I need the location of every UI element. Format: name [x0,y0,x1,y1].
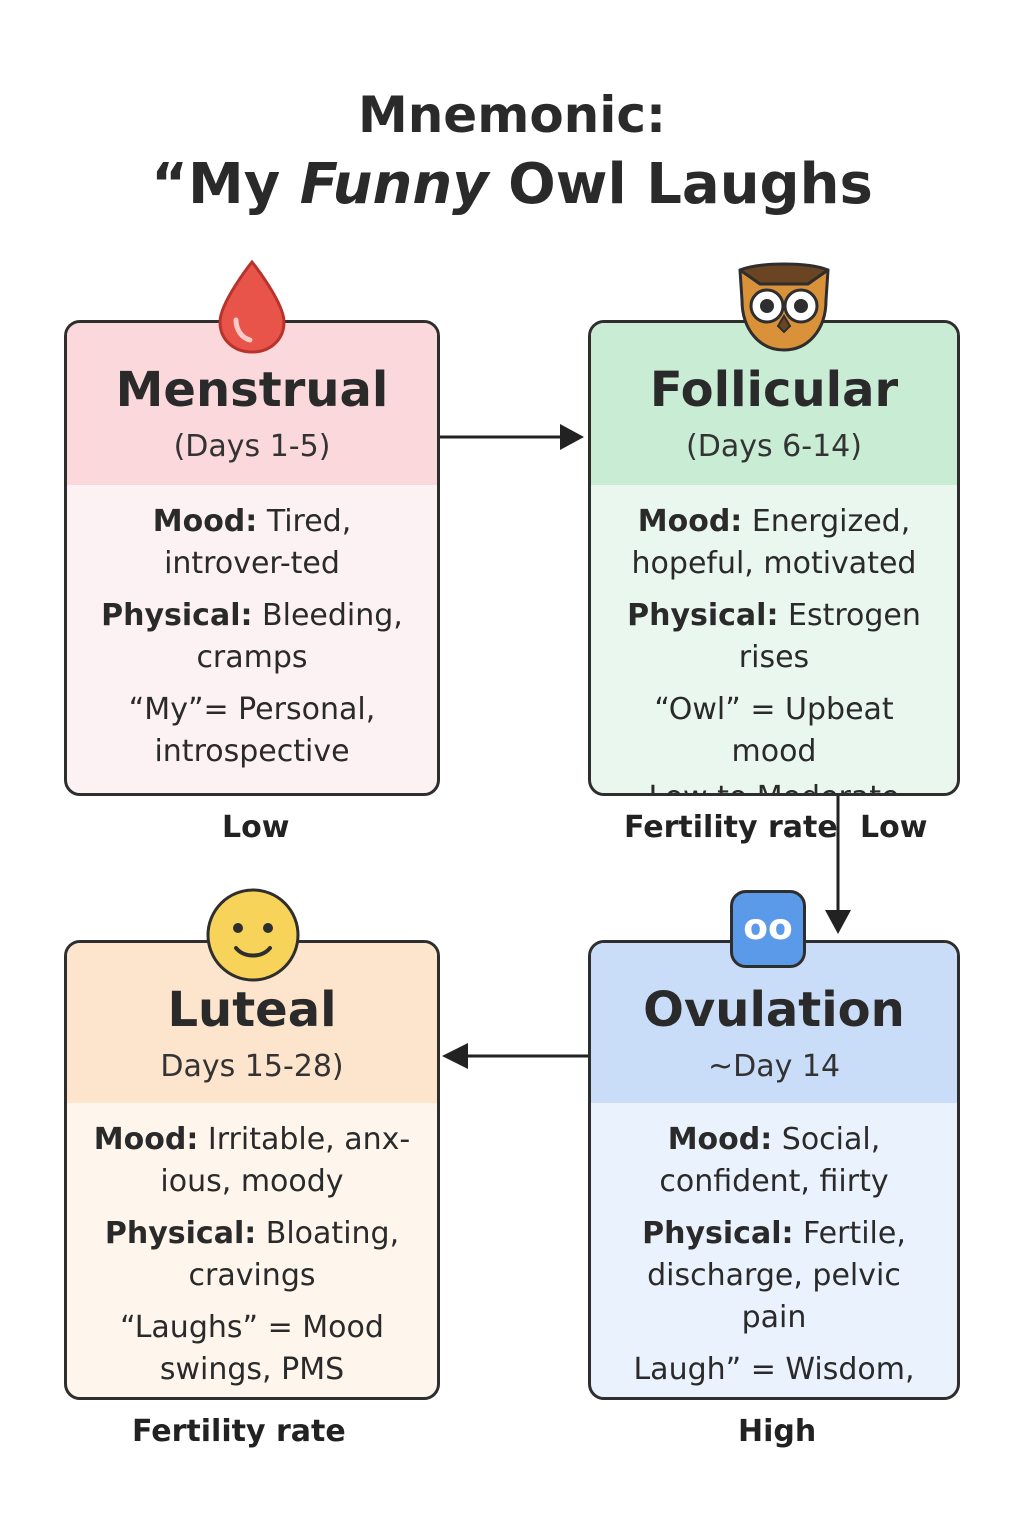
ovulation-mnemonic: Laugh” = Wisdom, peak swings [633,1352,915,1397]
menstrual-name: Menstrual [115,362,389,418]
owl-icon [738,262,830,352]
arrowhead-right [560,424,584,450]
luteal-mnemonic: “Laughs” = Mood swings, PMS [120,1310,384,1387]
mood-text: Social, confident, fiirty [659,1122,889,1199]
title-open: “My [151,152,300,217]
title-line-2: “My Funny Owl Laughs [0,152,1024,217]
luteal-days: Days 15-28) [160,1049,344,1084]
mood-label: Mood: [637,504,743,539]
physical-label: Physical: [104,1216,257,1251]
mood-text: Energized, hopeful, motivated [631,504,917,581]
ovulation-fertility-level: High [738,1414,817,1449]
luteal-fertility-rate-label: Fertility rate [132,1414,346,1449]
mood-label: Mood: [93,1122,199,1157]
follicular-days: (Days 6-14) [686,429,862,464]
ovulation-mood: Mood: Social, confident, fiirty [613,1119,935,1203]
follicular-card: Follicular (Days 6-14) Mood: Energized, … [588,320,960,796]
menstrual-days: (Days 1-5) [173,429,331,464]
mood-text: Tired, introver-ted [164,504,352,581]
menstrual-body: Mood: Tired, introver-ted Physical: Blee… [67,485,437,793]
physical-label: Physical: [642,1216,794,1251]
physical-text: Bleeding, cramps [196,598,403,675]
menstrual-mnemonic: “My”= Personal, introspective [128,692,376,769]
mood-label: Mood: [152,504,258,539]
follicular-mood: Mood: Energized, hopeful, motivated [613,501,935,585]
luteal-name: Luteal [167,982,337,1038]
title-rest: Owl Laughs [488,152,873,217]
mood-text: Irritable, anx-ious, moody [160,1122,411,1199]
eyes-badge-text: oo [743,907,793,948]
physical-text: Estrogen rises [738,598,921,675]
menstrual-header: Menstrual (Days 1-5) [67,323,437,485]
ovulation-days: ~Day 14 [707,1049,841,1084]
arrowhead-left [442,1043,468,1069]
smiley-face-icon [206,888,300,982]
physical-text: Bloating, cravings [188,1216,400,1293]
physical-label: Physical: [101,598,253,633]
arrowhead-down [825,910,851,934]
menstrual-card: Menstrual (Days 1-5) Mood: Tired, introv… [64,320,440,796]
menstrual-fertility-level: Low [222,810,290,845]
luteal-body: Mood: Irritable, anx-ious, moody Physica… [67,1103,437,1397]
follicular-extra: Low to Moderate [613,777,935,793]
eyes-badge-icon: oo [730,890,806,968]
title-line-1: Mnemonic: [357,86,667,144]
physical-text: Fertile, discharge, pelvic pain [647,1216,906,1335]
luteal-mood: Mood: Irritable, anx-ious, moody [89,1119,415,1203]
follicular-name: Follicular [649,362,899,418]
luteal-card: Luteal Days 15-28) Mood: Irritable, anx-… [64,940,440,1400]
follicular-mnemonic: “Owl” = Upbeat mood [654,692,894,769]
physical-label: Physical: [627,598,779,633]
ovulation-name: Ovulation [643,982,905,1038]
luteal-physical: Physical: Bloating, cravings [89,1213,415,1297]
mood-label: Mood: [667,1122,773,1157]
menstrual-mood: Mood: Tired, introver-ted [89,501,415,585]
ovulation-body: Mood: Social, confident, fiirty Physical… [591,1103,957,1397]
ovulation-physical: Physical: Fertile, discharge, pelvic pai… [613,1213,935,1339]
follicular-fertility-rate-label: Fertility rate [624,810,838,845]
blood-drop-icon [218,259,286,354]
title-italic-word: Funny [299,152,489,217]
ovulation-header: Ovulation ~Day 14 [591,943,957,1103]
ovulation-card: Ovulation ~Day 14 Mood: Social, confiden… [588,940,960,1400]
menstrual-physical: Physical: Bleeding, cramps [89,595,415,679]
follicular-body: Mood: Energized, hopeful, motivated Phys… [591,485,957,793]
follicular-fertility-level: Low [860,810,928,845]
follicular-physical: Physical: Estrogen rises [613,595,935,679]
